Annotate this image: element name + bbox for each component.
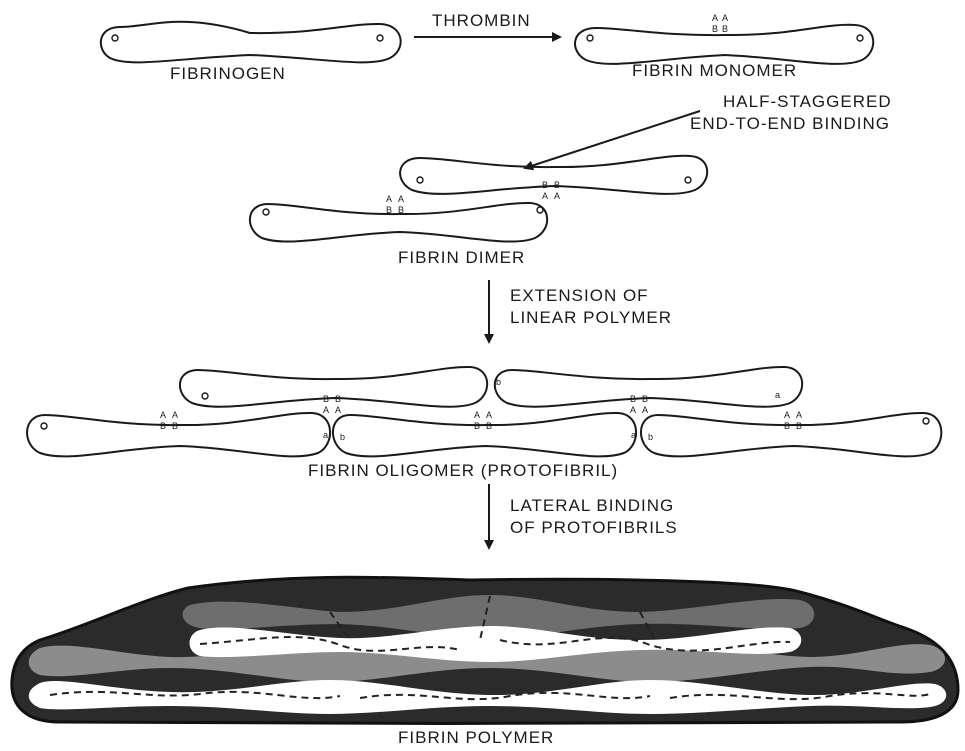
dimer-site-B-left2: B (398, 205, 404, 215)
oligomer-site-B1: B (160, 421, 166, 431)
label-extension-2: LINEAR POLYMER (510, 307, 672, 328)
label-half-staggered-2: END-TO-END BINDING (690, 113, 890, 134)
label-extension-1: EXTENSION OF (510, 285, 649, 306)
dimer-site-A-right2: A (554, 191, 560, 201)
half-staggered-arrow (525, 111, 700, 168)
oligomer-site-B4b: B (642, 394, 648, 404)
monomer-site-A: A (712, 13, 718, 23)
label-half-staggered-1: HALF-STAGGERED (723, 91, 892, 112)
site-a-right (377, 35, 383, 41)
dimer-site-A-right: A (542, 191, 548, 201)
oligomer-circle-1 (202, 393, 208, 399)
oligomer-site-A3: A (474, 410, 480, 420)
oligomer-site-a1: a (323, 430, 328, 440)
fibrin-dimer: A A B B B B A A (250, 156, 707, 242)
oligomer-top-1 (180, 367, 487, 407)
oligomer-site-a3: a (775, 390, 780, 400)
dimer-site-A-left2: A (398, 194, 404, 204)
oligomer-top-2 (495, 367, 802, 407)
oligomer-site-B3b: B (486, 421, 492, 431)
fibrin-polymer (12, 577, 958, 723)
oligomer-site-a2: a (631, 430, 636, 440)
fibrin-monomer-molecule: A A B B (575, 13, 873, 64)
oligomer-site-B2b: B (335, 394, 341, 404)
label-fibrin-dimer: FIBRIN DIMER (398, 247, 525, 268)
dimer-site-2 (685, 177, 691, 183)
oligomer-site-B5: B (784, 421, 790, 431)
monomer-site-A2: A (722, 13, 728, 23)
dimer-site-3 (263, 209, 269, 215)
label-lateral-1: LATERAL BINDING (510, 495, 674, 516)
oligomer-site-b2: b (496, 377, 501, 387)
monomer-site-B: B (712, 24, 718, 34)
oligomer-bottom-1 (27, 413, 330, 456)
oligomer-site-A1: A (160, 410, 166, 420)
oligomer-site-b3: b (648, 432, 653, 442)
label-fibrinogen: FIBRINOGEN (170, 63, 286, 84)
monomer-site-B2: B (722, 24, 728, 34)
dimer-site-1 (417, 177, 423, 183)
oligomer-site-A3b: A (486, 410, 492, 420)
oligomer-circle-3 (923, 418, 929, 424)
oligomer-site-A2: A (323, 405, 329, 415)
oligomer-bottom-3 (641, 413, 941, 456)
label-fibrin-polymer: FIBRIN POLYMER (398, 727, 554, 748)
oligomer-circle-2 (41, 423, 47, 429)
label-fibrin-oligomer: FIBRIN OLIGOMER (PROTOFIBRIL) (308, 460, 618, 481)
monomer-site-left (587, 35, 593, 41)
label-thrombin: THROMBIN (432, 10, 531, 31)
oligomer-site-A2b: A (335, 405, 341, 415)
oligomer-site-b1: b (340, 432, 345, 442)
oligomer-site-A4: A (630, 405, 636, 415)
dimer-site-B-right: B (542, 180, 548, 190)
fibrin-oligomer: A A B B B B A A A A B B B B A A A A B B … (27, 367, 941, 456)
oligomer-site-A4b: A (642, 405, 648, 415)
dimer-site-B-right2: B (554, 180, 560, 190)
dimer-site-A-left: A (386, 194, 392, 204)
oligomer-site-B5b: B (796, 421, 802, 431)
oligomer-site-B2: B (323, 394, 329, 404)
label-lateral-2: OF PROTOFIBRILS (510, 517, 678, 538)
oligomer-site-B1b: B (172, 421, 178, 431)
oligomer-site-B4: B (630, 394, 636, 404)
oligomer-site-A5: A (784, 410, 790, 420)
monomer-site-right (857, 35, 863, 41)
dimer-site-B-left: B (386, 205, 392, 215)
label-fibrin-monomer: FIBRIN MONOMER (632, 60, 797, 81)
oligomer-site-A1b: A (172, 410, 178, 420)
oligomer-site-B3: B (474, 421, 480, 431)
dimer-site-4 (537, 207, 543, 213)
oligomer-bottom-2 (333, 413, 636, 456)
oligomer-site-A5b: A (796, 410, 802, 420)
fibrinogen-molecule (101, 22, 401, 63)
site-a-left (112, 35, 118, 41)
